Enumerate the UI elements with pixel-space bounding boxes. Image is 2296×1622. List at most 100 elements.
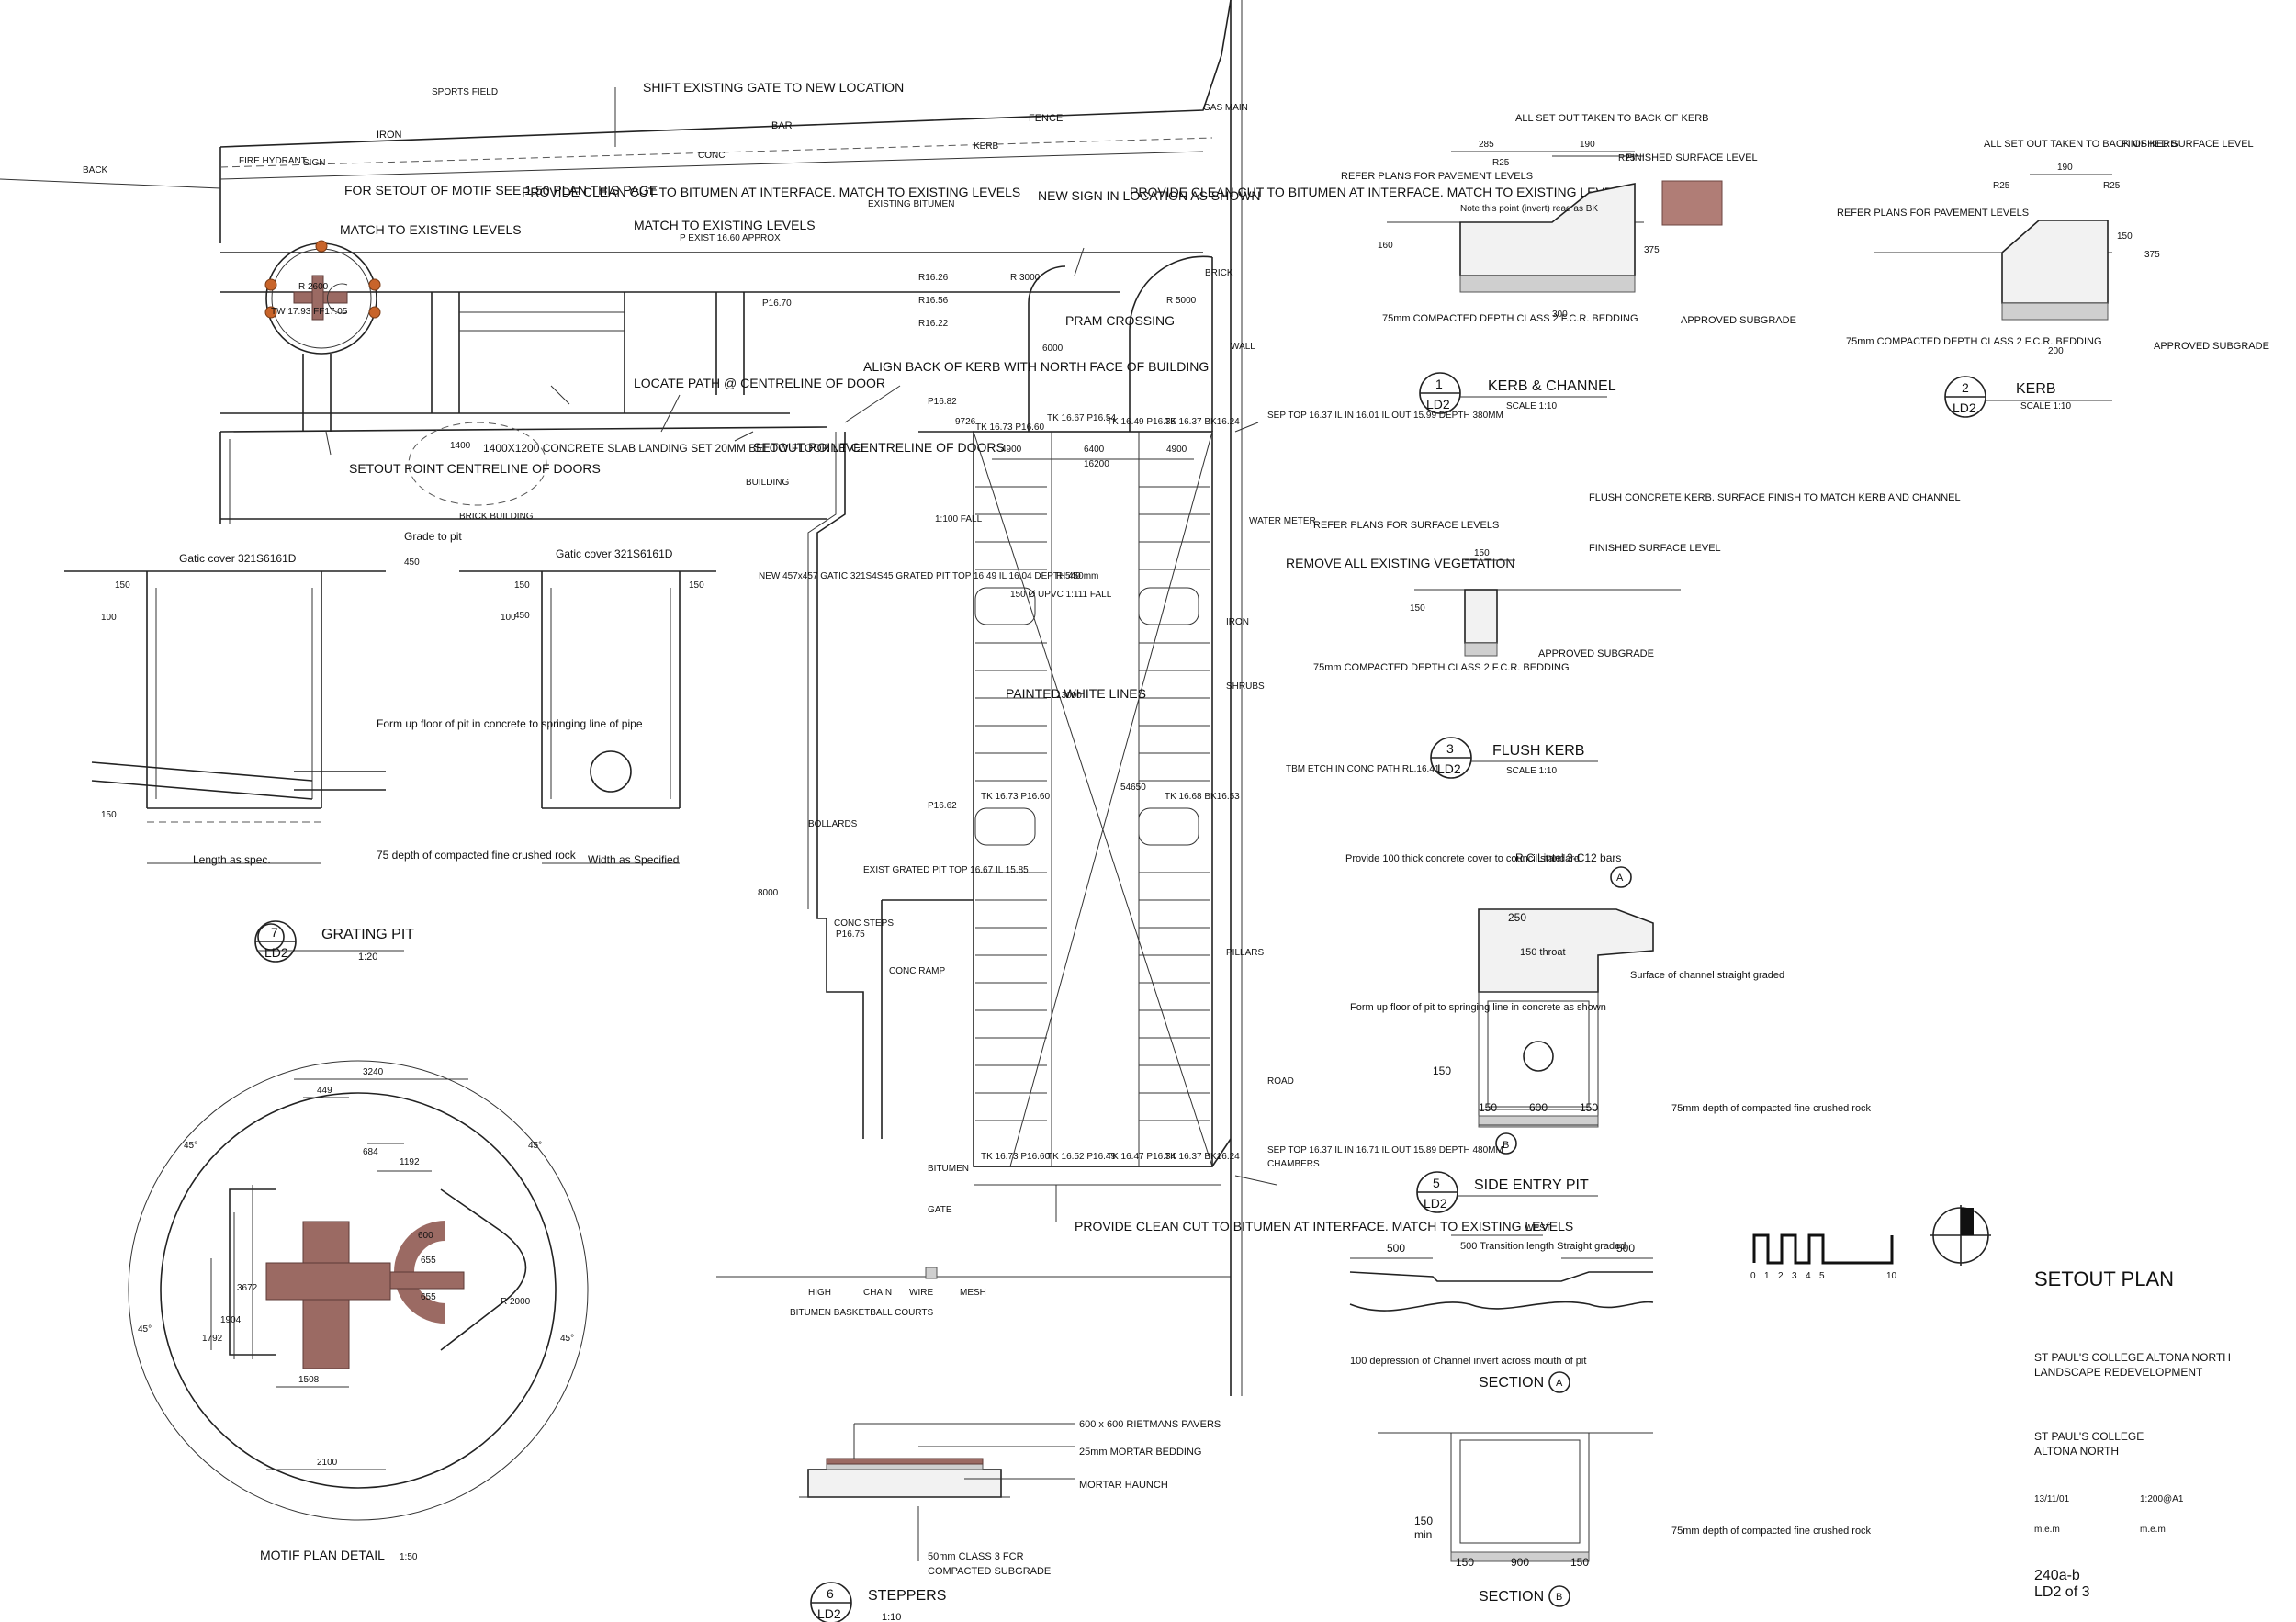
kerb-setout-note: ALL SET OUT TAKEN TO BACK OF KERB <box>1984 139 2178 150</box>
grating-dim-7: 100 <box>501 613 516 623</box>
section-a-dim-1: 500 <box>1387 1242 1405 1255</box>
gas-main-label: GAS MAIN <box>1203 103 1248 113</box>
level-9: TK 16.47 P16.34 <box>1107 1152 1176 1162</box>
kc-dim-7: 300 <box>1552 310 1568 320</box>
grating-pit-number: 7 <box>271 925 278 940</box>
sheet-number: LD2 of 3 <box>2034 1584 2090 1600</box>
level-6: TK 16.68 BK16.53 <box>1165 792 1240 802</box>
dim-6000: 6000 <box>1042 344 1064 354</box>
mortar-bed-note: 25mm MORTAR BEDDING <box>1079 1447 1201 1458</box>
scale-tick-1: 1 <box>1764 1271 1770 1281</box>
kerb-scale: SCALE 1:10 <box>2020 401 2071 411</box>
gatic-cover-label-1: Gatic cover 321S6161D <box>179 552 297 565</box>
motif-dim-5: 3672 <box>237 1283 258 1293</box>
brick-building-label: BRICK BUILDING <box>459 512 534 522</box>
flush-kerb-detail: REFER PLANS FOR SURFACE LEVELS FLUSH CON… <box>1313 492 1961 779</box>
slab-note: 1400X1200 CONCRETE SLAB LANDING SET 20MM… <box>483 442 867 455</box>
kc-scale: SCALE 1:10 <box>1506 401 1557 411</box>
level-19: TW 17.93 FF17.05 <box>271 307 348 317</box>
ramp-label: CONC RAMP <box>889 966 945 976</box>
kerb-finished-note: FINISHED SURFACE LEVEL <box>2122 139 2254 150</box>
motif-dim-11: 600 <box>418 1231 433 1241</box>
steppers-detail: 600 x 600 RIETMANS PAVERS 25mm MORTAR BE… <box>799 1419 1221 1622</box>
locate-path-note: LOCATE PATH @ CENTRELINE OF DOOR <box>634 376 885 390</box>
chain-fence-1: HIGH <box>808 1288 831 1298</box>
side-pit-dim-600: 600 <box>1529 1101 1548 1114</box>
section-b-rock: 75mm depth of compacted fine crushed roc… <box>1671 1526 1872 1537</box>
fence-label-1: IRON <box>377 130 402 141</box>
project-line-1: ST PAUL'S COLLEGE ALTONA NORTH <box>2034 1351 2231 1364</box>
kc-setout-note: ALL SET OUT TAKEN TO BACK OF KERB <box>1515 113 1709 124</box>
kerb-dim-6: 200 <box>2048 346 2064 356</box>
kerb-bedding-note: 75mm COMPACTED DEPTH CLASS 2 F.C.R. BEDD… <box>1846 336 2102 347</box>
kerb-dim-5: 375 <box>2144 250 2160 260</box>
side-pit-dim-min: 150 <box>1433 1064 1451 1077</box>
kerb-detail: ALL SET OUT TAKEN TO BACK OF KERB REFER … <box>1837 139 2269 418</box>
level-12: P16.75 <box>836 929 865 940</box>
fk-flush-note: FLUSH CONCRETE KERB. SURFACE FINISH TO M… <box>1589 492 1961 503</box>
side-pit-form-note: Form up floor of pit to springing line i… <box>1350 1002 1606 1013</box>
motif-dim-2: 449 <box>317 1086 332 1096</box>
water-meter-label: WATER METER <box>1249 516 1316 526</box>
side-entry-pit-detail: A B Provide 100 thick concrete cover to … <box>1345 851 1872 1213</box>
north-point-icon <box>1930 1205 1991 1266</box>
new-sign-note: NEW SIGN IN LOCATION AS SHOWN <box>1038 188 1260 203</box>
kc-dim-1: 285 <box>1479 140 1494 150</box>
building-label: BUILDING <box>746 478 789 488</box>
scale-tick-5: 5 <box>1819 1271 1825 1281</box>
scale-tick-2: 2 <box>1778 1271 1784 1281</box>
motif-dim-8: 1508 <box>298 1375 320 1385</box>
fence-label-3: FENCE <box>1029 113 1063 124</box>
match-levels-note-2: MATCH TO EXISTING LEVELS <box>634 218 816 232</box>
sports-field-label: SPORTS FIELD <box>432 87 498 97</box>
dim-r2600: R 2600 <box>298 282 329 292</box>
fk-subgrade-note: APPROVED SUBGRADE <box>1538 648 1654 659</box>
bollards-label: BOLLARDS <box>808 819 858 829</box>
grating-pit-sheet: LD2 <box>264 945 288 960</box>
kerb-title: KERB <box>2016 381 2056 397</box>
dim-54650: 54650 <box>1120 783 1146 793</box>
motif-dim-7: 1792 <box>202 1334 223 1344</box>
dim-1: 9726 <box>955 417 976 427</box>
dim-2: 4900 <box>1001 445 1022 455</box>
section-b-marker: B <box>1556 1592 1562 1603</box>
kc-sheet: LD2 <box>1426 397 1450 411</box>
level-3: TK 16.49 P16.35 <box>1107 417 1176 427</box>
exist-pit-note: EXIST GRATED PIT TOP 16.67 IL 15.85 <box>863 865 1029 875</box>
road-label: ROAD <box>1267 1076 1294 1087</box>
gatic-cover-label-2: Gatic cover 321S6161D <box>556 547 673 560</box>
brick-label: BRICK <box>1205 268 1233 278</box>
section-a-west: WEST <box>1525 1223 1551 1233</box>
clean-cut-note-2: PROVIDE CLEAN CUT TO BITUMEN AT INTERFAC… <box>1130 185 1628 199</box>
motif-dim-4: 1192 <box>400 1157 420 1167</box>
kc-dim-2: 190 <box>1580 140 1595 150</box>
grating-pit-detail: Grade to pit Gatic cover 321S6161D Gatic… <box>64 530 716 963</box>
fk-bedding-note: 75mm COMPACTED DEPTH CLASS 2 F.C.R. BEDD… <box>1313 662 1570 673</box>
drawing-scale: 1:200@A1 <box>2140 1494 2184 1504</box>
side-pit-lintel-note: R.C Lintel 3-C12 bars <box>1515 851 1621 864</box>
kc-finished-note: FINISHED SURFACE LEVEL <box>1626 152 1758 163</box>
chain-fence-3: WIRE <box>909 1288 933 1298</box>
grating-dim-5: 150 <box>101 810 117 820</box>
kerb-sheet: LD2 <box>1953 400 1976 415</box>
section-a-detail: 500 500 WEST 500 Transition length Strai… <box>1349 1223 1654 1393</box>
kerb-dim-4: 150 <box>2117 231 2133 242</box>
motif-dim-13: 655 <box>421 1292 436 1302</box>
tbm-note: TBM ETCH IN CONC PATH RL.16.41 <box>1286 764 1440 774</box>
base-note: 50mm CLASS 3 FCR <box>928 1551 1024 1562</box>
fence-label-2: BAR <box>771 120 793 131</box>
side-pit-title: SIDE ENTRY PIT <box>1474 1177 1589 1193</box>
motif-dim-6: 1904 <box>220 1315 242 1325</box>
pram-crossing-note: PRAM CROSSING <box>1065 313 1175 328</box>
conc-steps-label: CONC STEPS <box>834 918 894 929</box>
setout-motif-note: FOR SETOUT OF MOTIF SEE 1:50 PLAN THIS P… <box>344 183 658 197</box>
side-pit-cover-note: Provide 100 thick concrete cover to coun… <box>1345 853 1580 864</box>
remove-vegetation-note: REMOVE ALL EXISTING VEGETATION <box>1286 556 1514 570</box>
pavers-note: 600 x 600 RIETMANS PAVERS <box>1079 1419 1221 1430</box>
side-pit-sheet: LD2 <box>1424 1196 1447 1211</box>
kerb-refer-note: REFER PLANS FOR PAVEMENT LEVELS <box>1837 208 2029 219</box>
side-pit-dim-150b: 150 <box>1580 1101 1598 1114</box>
grating-dim-1: 450 <box>404 558 420 568</box>
level-5: TK 16.73 P16.60 <box>981 792 1050 802</box>
